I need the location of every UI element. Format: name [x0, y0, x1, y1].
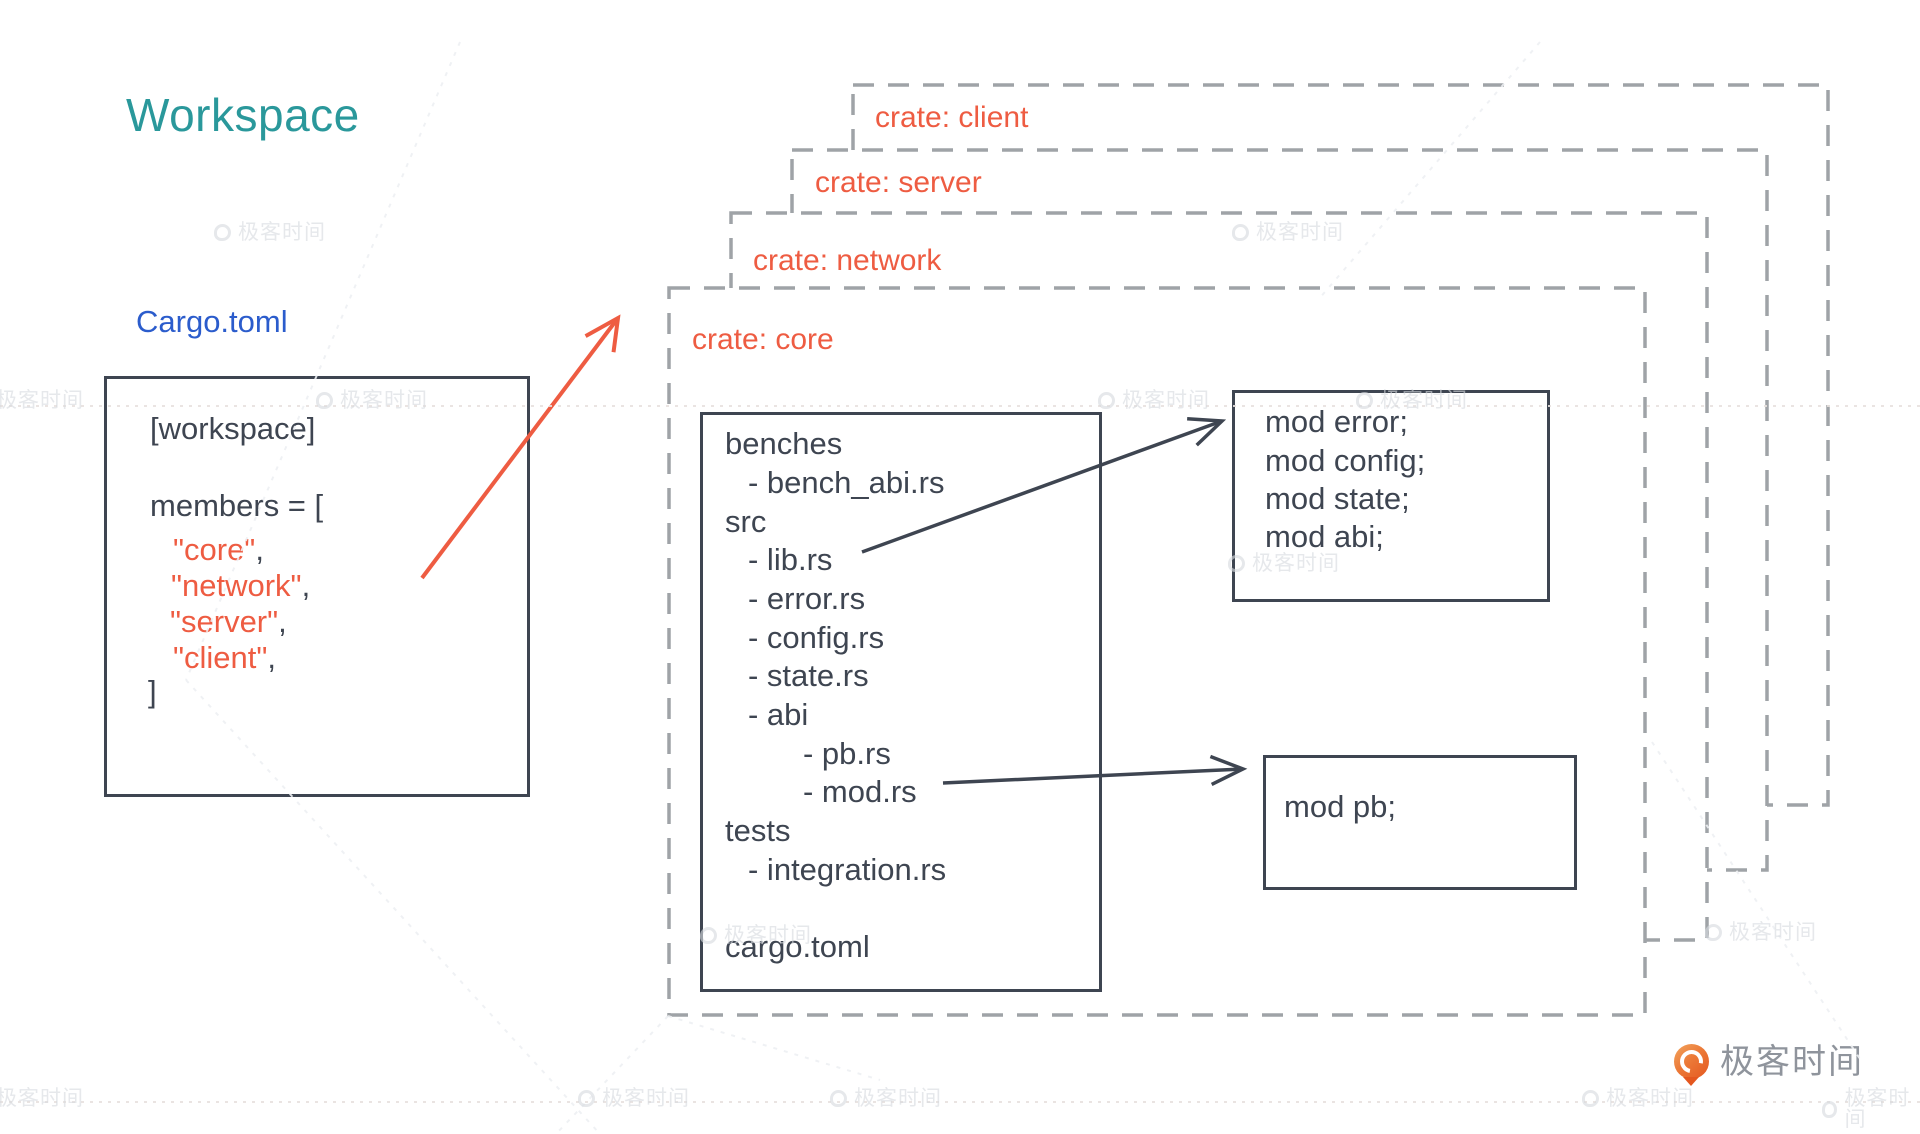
- geektime-watermark-icon: [1098, 392, 1115, 409]
- watermark: 极客时间: [0, 1087, 84, 1110]
- cargo-toml-label: Cargo.toml: [136, 304, 288, 339]
- watermark: 极客时间: [1098, 390, 1210, 411]
- geektime-watermark-icon: [316, 392, 333, 409]
- member-core-comma: ,: [255, 532, 264, 567]
- tree-pb-rs: - pb.rs: [803, 736, 891, 771]
- cargo-line-workspace: [workspace]: [150, 411, 316, 446]
- watermark: 极客时间: [214, 222, 326, 243]
- member-server-comma: ,: [278, 604, 287, 639]
- crate-network-label: crate: network: [753, 244, 942, 277]
- geektime-watermark-icon: [1705, 924, 1722, 941]
- tree-tests: tests: [725, 813, 791, 848]
- geektime-logo: 极客时间: [1674, 1042, 1864, 1086]
- mod-pb-box: mod pb;: [1263, 755, 1577, 890]
- tree-benches: benches: [725, 426, 843, 461]
- tree-mod-rs: - mod.rs: [803, 774, 917, 809]
- watermark: 极客时间: [1705, 922, 1817, 943]
- cargo-member-network: "network",: [171, 570, 310, 601]
- watermark: 极客时间: [700, 925, 812, 946]
- core-file-tree-box: benches - bench_abi.rs src - lib.rs - er…: [700, 412, 1102, 992]
- crate-server-label: crate: server: [815, 166, 982, 199]
- geektime-logo-icon: [1674, 1044, 1709, 1086]
- watermark: 极客时间: [578, 1088, 690, 1109]
- watermark: 极客时间: [1228, 553, 1340, 574]
- mod-state: mod state;: [1265, 481, 1410, 516]
- mod-abi: mod abi;: [1265, 519, 1384, 554]
- cargo-line-members: members = [: [150, 488, 324, 523]
- member-client-comma: ,: [267, 640, 277, 675]
- tree-bench-abi-rs: - bench_abi.rs: [748, 465, 945, 500]
- page-title: Workspace: [126, 89, 360, 141]
- tree-cargo-toml: cargo.toml: [725, 929, 870, 964]
- geektime-watermark-icon: [578, 1090, 595, 1107]
- member-core-value: "core": [173, 532, 256, 567]
- mod-pb: mod pb;: [1284, 789, 1397, 824]
- geektime-watermark-icon: [1582, 1090, 1599, 1107]
- member-network-value: "network": [171, 568, 302, 603]
- cargo-member-server: "server",: [170, 606, 287, 637]
- watermark: 极客时间: [0, 389, 84, 412]
- geektime-logo-text: 极客时间: [1720, 1042, 1864, 1081]
- mod-declarations-box: mod error; mod config; mod state; mod ab…: [1232, 390, 1550, 602]
- tree-lib-rs: - lib.rs: [748, 542, 833, 577]
- cargo-member-core: "core",: [173, 534, 264, 565]
- watermark: 极客时间: [1582, 1088, 1694, 1109]
- cargo-member-client: "client",: [173, 642, 276, 673]
- geektime-watermark-icon: [1228, 555, 1245, 572]
- member-server-value: "server": [170, 604, 279, 639]
- watermark: 极客时间: [316, 390, 428, 411]
- member-client-value: "client": [173, 640, 268, 675]
- watermark: 极客时间: [1822, 1088, 1920, 1130]
- tree-config-rs: - config.rs: [748, 620, 885, 655]
- geektime-watermark-icon: [1232, 224, 1249, 241]
- tree-error-rs: - error.rs: [748, 581, 866, 616]
- geektime-watermark-icon: [1822, 1100, 1838, 1118]
- tree-src: src: [725, 504, 767, 539]
- watermark: 极客时间: [830, 1088, 942, 1109]
- geektime-watermark-icon: [700, 927, 717, 944]
- crate-client-label: crate: client: [875, 101, 1029, 134]
- crate-core-label: crate: core: [692, 323, 834, 356]
- mod-config: mod config;: [1265, 443, 1426, 478]
- watermark: 极客时间: [1232, 222, 1344, 243]
- cargo-toml-box: [workspace] members = [ "core", "network…: [104, 376, 530, 797]
- tree-integration-rs: - integration.rs: [748, 852, 947, 887]
- geektime-watermark-icon: [1356, 392, 1373, 409]
- mod-error: mod error;: [1265, 404, 1408, 439]
- cargo-line-close-bracket: ]: [148, 674, 157, 709]
- tree-state-rs: - state.rs: [748, 658, 869, 693]
- tree-abi: - abi: [748, 697, 809, 732]
- watermark: 极客时间: [1356, 390, 1468, 411]
- geektime-watermark-icon: [214, 224, 231, 241]
- member-network-comma: ,: [301, 568, 311, 603]
- geektime-watermark-icon: [830, 1090, 847, 1107]
